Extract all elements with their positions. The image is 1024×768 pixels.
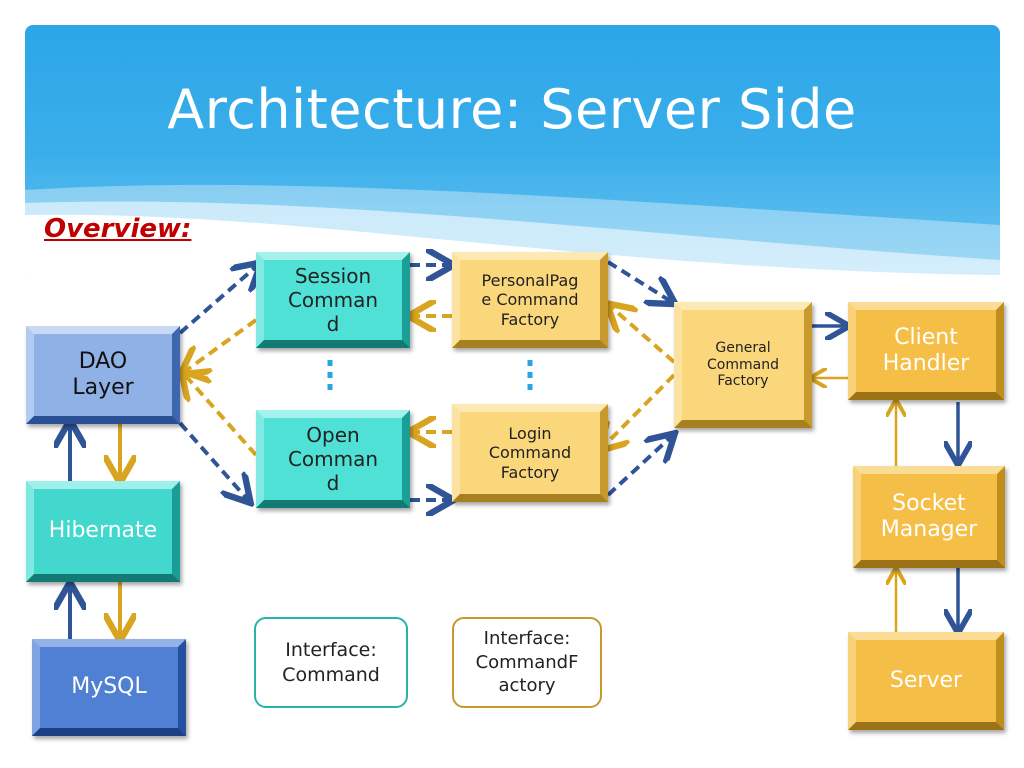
personal-page-factory-box: PersonalPag e Command Factory bbox=[452, 252, 608, 348]
login-factory-box: Login Command Factory bbox=[452, 404, 608, 502]
general-factory-box: General Command Factory bbox=[674, 302, 812, 428]
server-label: Server bbox=[889, 667, 963, 693]
client-handler-label: Client Handler bbox=[882, 324, 970, 376]
arrow-personal-to-general bbox=[606, 260, 672, 302]
legend-command-factory-label: Interface: CommandF actory bbox=[475, 628, 579, 697]
arrow-general-to-personal bbox=[610, 306, 676, 364]
general-factory-label: General Command Factory bbox=[707, 339, 779, 390]
slide-title: Architecture: Server Side bbox=[167, 78, 857, 141]
socket-manager-label: Socket Manager bbox=[880, 490, 978, 542]
session-command-box: Session Comman d bbox=[256, 252, 410, 348]
legend-command-label: Interface: Command bbox=[282, 638, 380, 686]
dao-layer-label: DAO Layer bbox=[72, 348, 134, 400]
legend-command-interface: Interface: Command bbox=[254, 617, 408, 708]
hibernate-box: Hibernate bbox=[26, 481, 180, 582]
arrow-dao-to-open bbox=[178, 421, 248, 500]
dao-layer-box: DAO Layer bbox=[26, 326, 180, 424]
arrow-dao-to-session bbox=[178, 265, 258, 335]
arrow-open-to-dao bbox=[184, 374, 258, 457]
client-handler-box: Client Handler bbox=[848, 302, 1004, 400]
open-command-box: Open Comman d bbox=[256, 410, 410, 508]
arrow-login-to-general bbox=[606, 436, 672, 497]
open-command-label: Open Comman d bbox=[287, 423, 379, 495]
socket-manager-box: Socket Manager bbox=[853, 466, 1005, 568]
legend-command-factory-interface: Interface: CommandF actory bbox=[452, 617, 602, 708]
mysql-label: MySQL bbox=[71, 674, 147, 700]
hibernate-label: Hibernate bbox=[48, 518, 158, 544]
server-box: Server bbox=[848, 632, 1004, 730]
overview-heading: Overview: bbox=[44, 214, 192, 244]
mysql-box: MySQL bbox=[32, 639, 186, 736]
arrow-general-to-login bbox=[602, 373, 676, 448]
login-factory-label: Login Command Factory bbox=[488, 424, 572, 482]
arrow-session-to-dao bbox=[184, 318, 258, 372]
personal-page-factory-label: PersonalPag e Command Factory bbox=[481, 271, 579, 329]
session-command-label: Session Comman d bbox=[287, 264, 379, 336]
